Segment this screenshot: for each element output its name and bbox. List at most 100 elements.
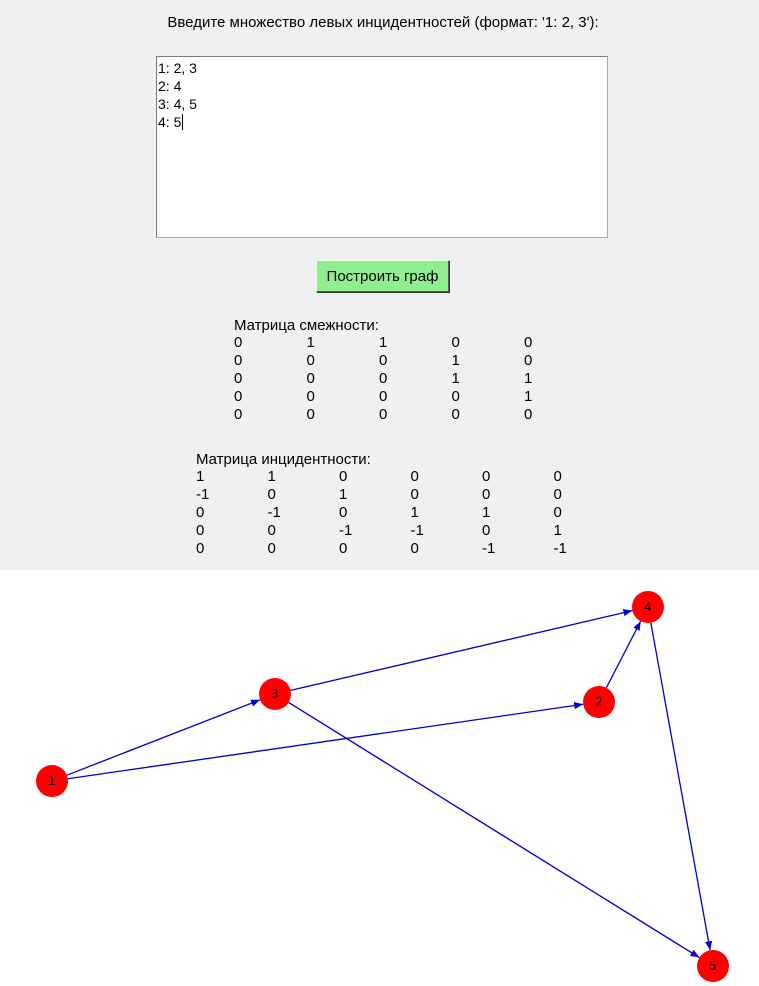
matrix-cell: 0	[451, 388, 460, 405]
matrix-cell: 0	[234, 352, 243, 369]
matrix-row: 0 0 0 0 -1 -1	[196, 540, 625, 558]
graph-edges	[66, 609, 713, 959]
matrix-cell: -1	[267, 504, 281, 521]
matrix-cell: 0	[451, 334, 460, 351]
input-line: 4: 5	[158, 113, 607, 131]
matrix-cell: 0	[234, 370, 243, 387]
matrix-row: 0 0 0 0 0	[234, 406, 597, 424]
matrix-cell: 0	[410, 540, 419, 557]
matrix-row: 1 1 0 0 0 0	[196, 468, 625, 486]
matrix-cell: 1	[451, 370, 460, 387]
matrix-cell: 0	[267, 540, 276, 557]
build-graph-button[interactable]: Построить граф	[316, 260, 449, 292]
matrix-row: 0 0 0 1 1	[234, 370, 597, 388]
matrix-cell: 0	[196, 504, 205, 521]
matrix-cell: 1	[553, 522, 562, 539]
matrix-cell: 0	[379, 370, 388, 387]
matrix-cell: 0	[553, 486, 562, 503]
matrix-cell: 0	[553, 504, 562, 521]
matrix-cell: 1	[379, 334, 388, 351]
matrix-row: 0 0 0 1 0	[234, 352, 597, 370]
matrix-cell: 1	[524, 388, 533, 405]
matrix-cell: 0	[482, 468, 491, 485]
graph-node-circle	[632, 591, 664, 623]
graph-node-circle	[697, 950, 729, 982]
matrix-cell: 0	[267, 486, 276, 503]
input-line: 1: 2, 3	[158, 60, 197, 76]
graph-node-2: 2	[583, 686, 615, 718]
matrix-cell: 0	[524, 406, 533, 423]
input-line: 2: 4	[158, 78, 182, 94]
matrix-cell: 1	[410, 504, 419, 521]
input-line-text: 4: 5	[158, 114, 182, 130]
adjacency-matrix: Матрица смежности: 0 1 1 0 0 0 0 0 1 0 0…	[234, 317, 597, 424]
matrix-cell: 0	[196, 522, 205, 539]
matrix-cell: 1	[482, 504, 491, 521]
graph-edge-4-5	[650, 622, 713, 951]
graph-edge-1-3	[66, 699, 261, 776]
matrix-cell: 0	[196, 540, 205, 557]
matrix-cell: 0	[306, 370, 315, 387]
matrix-cell: 1	[524, 370, 533, 387]
matrix-cell: 0	[482, 486, 491, 503]
matrix-cell: -1	[482, 540, 496, 557]
matrix-cell: 0	[306, 406, 315, 423]
graph-nodes: 1 2 3 4 5	[36, 591, 729, 982]
matrix-cell: 0	[234, 388, 243, 405]
graph-node-label: 3	[271, 687, 279, 701]
matrix-cell: 0	[339, 468, 348, 485]
matrix-cell: 0	[410, 468, 419, 485]
matrix-cell: 0	[524, 352, 533, 369]
graph-node-label: 5	[709, 959, 717, 973]
matrix-cell: 0	[306, 352, 315, 369]
graph-node-1: 1	[36, 765, 68, 797]
graph-node-circle	[583, 686, 615, 718]
incidence-matrix-title: Матрица инцидентности:	[196, 451, 371, 468]
matrix-cell: 0	[482, 522, 491, 539]
graph-node-label: 2	[595, 695, 603, 709]
graph-node-3: 3	[259, 678, 291, 710]
matrix-cell: 1	[339, 486, 348, 503]
matrix-cell: 0	[339, 504, 348, 521]
matrix-row: 0 0 -1 -1 0 1	[196, 522, 625, 540]
incidence-matrix: Матрица инцидентности: 1 1 0 0 0 0 -1 0 …	[196, 451, 625, 558]
matrix-row: 0 -1 0 1 1 0	[196, 504, 625, 522]
matrix-cell: 0	[379, 406, 388, 423]
matrix-cell: -1	[339, 522, 353, 539]
input-panel: Введите множество левых инцидентностей (…	[0, 0, 759, 570]
matrix-cell: 0	[234, 334, 243, 351]
prompt-label: Введите множество левых инцидентностей (…	[167, 14, 599, 31]
graph-canvas: 1 2 3 4 5	[36, 591, 729, 982]
matrix-cell: -1	[410, 522, 424, 539]
matrix-cell: 0	[553, 468, 562, 485]
graph-edge-3-5	[288, 701, 700, 959]
graph-edge-1-2	[67, 702, 584, 780]
graph-node-5: 5	[697, 950, 729, 982]
matrix-cell: 1	[196, 468, 205, 485]
matrix-cell: 0	[524, 334, 533, 351]
graph-node-label: 4	[644, 600, 652, 614]
matrix-cell: 0	[339, 540, 348, 557]
matrix-cell: 0	[451, 406, 460, 423]
matrix-cell: 1	[306, 334, 315, 351]
matrix-cell: 0	[234, 406, 243, 423]
graph-node-circle	[36, 765, 68, 797]
graph-edge-3-4	[290, 609, 633, 691]
incidence-input-textarea[interactable]: 1: 2, 3 2: 4 3: 4, 5 4: 5	[156, 56, 608, 238]
graph-node-circle	[259, 678, 291, 710]
matrix-cell: 0	[379, 388, 388, 405]
matrix-cell: -1	[553, 540, 567, 557]
matrix-cell: 1	[451, 352, 460, 369]
adjacency-matrix-title: Матрица смежности:	[234, 317, 379, 334]
matrix-cell: 1	[267, 468, 276, 485]
matrix-cell: 0	[306, 388, 315, 405]
text-cursor	[182, 114, 184, 130]
matrix-row: 0 0 0 0 1	[234, 388, 597, 406]
graph-node-4: 4	[632, 591, 664, 623]
matrix-cell: 0	[267, 522, 276, 539]
matrix-cell: 0	[379, 352, 388, 369]
matrix-row: -1 0 1 0 0 0	[196, 486, 625, 504]
input-line: 3: 4, 5	[158, 96, 197, 112]
graph-node-label: 1	[48, 774, 56, 788]
graph-edge-2-4	[605, 620, 642, 689]
